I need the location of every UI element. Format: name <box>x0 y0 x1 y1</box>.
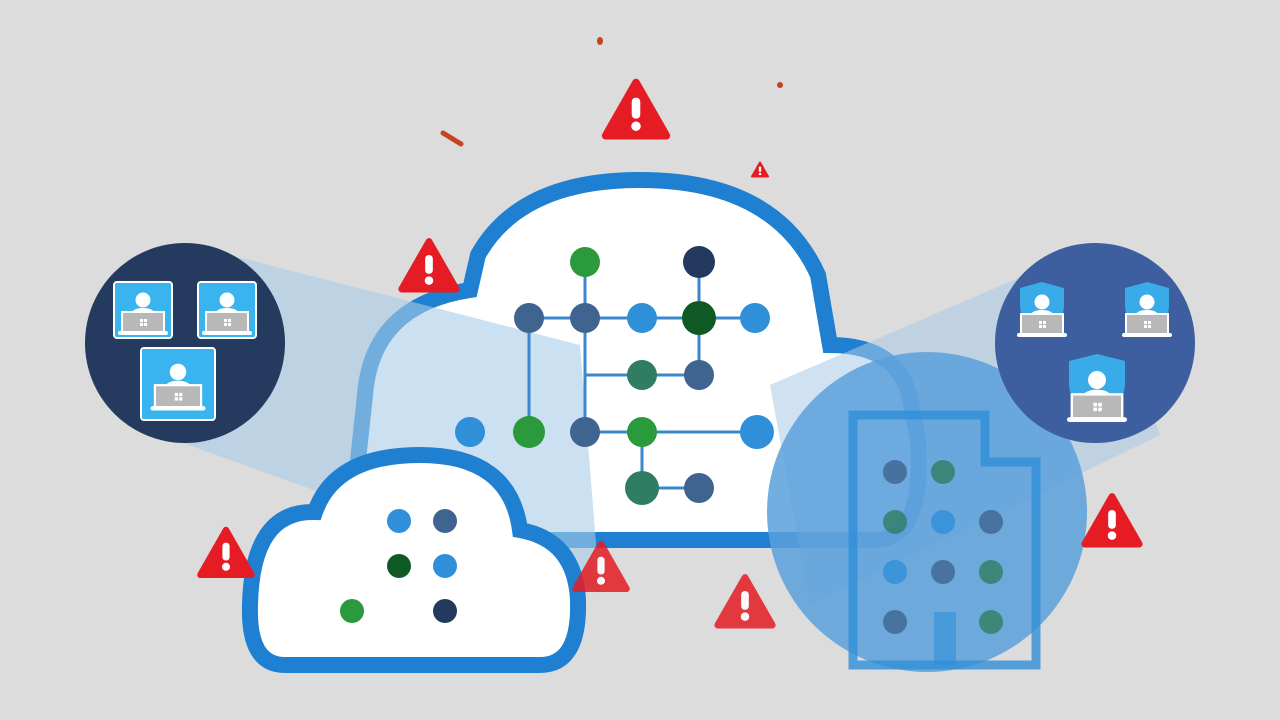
debris-sparks <box>440 37 783 541</box>
network-node <box>433 599 457 623</box>
network-node <box>513 416 545 448</box>
small-cloud-nodes <box>340 509 457 623</box>
network-node <box>387 554 411 578</box>
spark <box>777 82 783 88</box>
building-window <box>883 510 907 534</box>
user-with-laptop-icon <box>197 281 257 339</box>
network-node <box>740 415 774 449</box>
building-window <box>931 510 955 534</box>
network-node <box>740 303 770 333</box>
network-node <box>683 246 715 278</box>
user-with-shield-icon <box>1121 282 1173 338</box>
network-node <box>627 360 657 390</box>
network-node <box>625 471 659 505</box>
network-node <box>433 509 457 533</box>
network-node <box>627 303 657 333</box>
building-window <box>979 560 1003 584</box>
network-node <box>682 301 716 335</box>
network-node <box>514 303 544 333</box>
user-with-laptop-icon <box>113 281 173 339</box>
network-node <box>684 360 714 390</box>
network-node <box>570 247 600 277</box>
network-node <box>570 417 600 447</box>
building-window <box>931 460 955 484</box>
user-with-shield-icon <box>1016 282 1068 338</box>
building-window <box>979 510 1003 534</box>
network-node <box>387 509 411 533</box>
network-node <box>433 554 457 578</box>
network-node <box>627 417 657 447</box>
building-window <box>883 560 907 584</box>
spark <box>440 130 464 147</box>
office-building-icon <box>848 410 1041 670</box>
user-group-left <box>85 243 285 443</box>
office-building-circle <box>767 352 1087 672</box>
building-window <box>883 610 907 634</box>
building-window <box>979 610 1003 634</box>
network-node <box>455 417 485 447</box>
building-window <box>883 460 907 484</box>
small-cloud <box>241 446 587 673</box>
network-node <box>570 303 600 333</box>
network-node <box>340 599 364 623</box>
building-window <box>931 560 955 584</box>
spark <box>597 37 603 45</box>
user-with-laptop-icon <box>140 347 216 421</box>
building-door <box>934 612 956 665</box>
network-links <box>527 262 757 490</box>
network-nodes <box>455 246 774 505</box>
user-with-shield-icon <box>1065 354 1129 424</box>
user-group-right <box>995 243 1195 443</box>
network-node <box>684 473 714 503</box>
